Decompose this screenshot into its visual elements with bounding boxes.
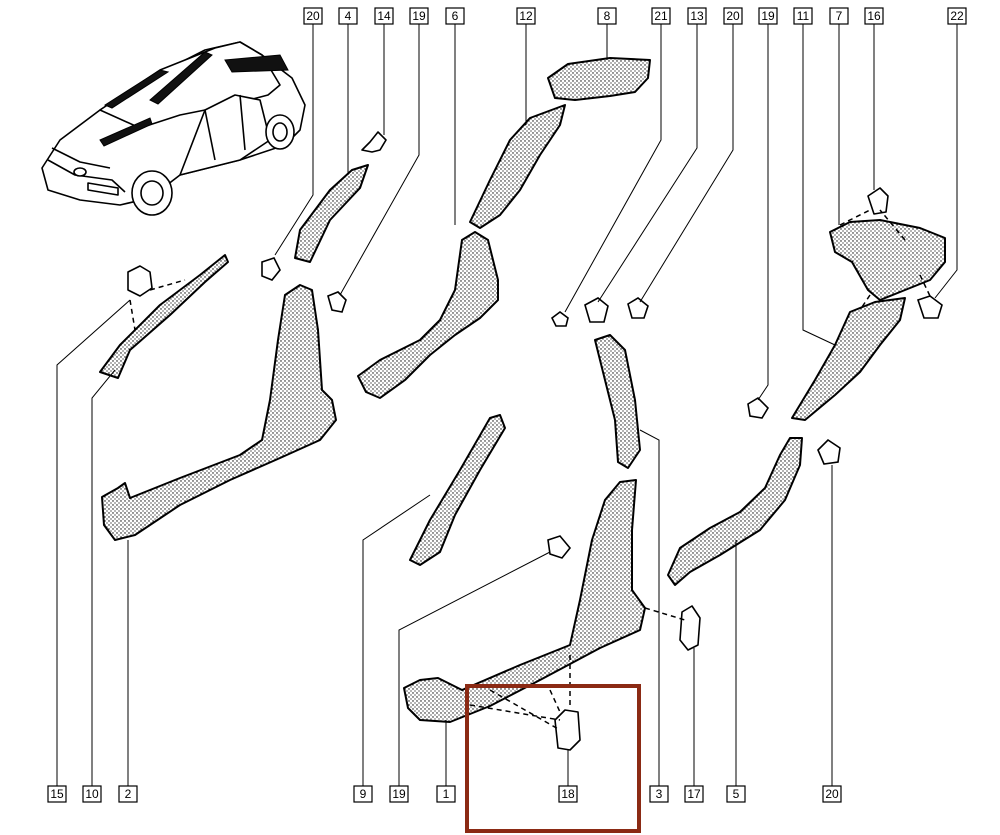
part-16-clip (867, 187, 889, 215)
callout-label: 3 (649, 785, 669, 803)
callout-text: 12 (519, 9, 533, 23)
part-22-fastener (916, 295, 943, 319)
callout-label: 15 (47, 785, 67, 803)
part-8-upper-part (547, 57, 651, 101)
callout-text: 4 (345, 9, 352, 23)
part-12-trim (469, 104, 566, 229)
callout-text: 20 (306, 9, 320, 23)
callout-label: 1 (436, 785, 456, 803)
leader-lines (56, 24, 958, 786)
callout-label: 18 (558, 785, 578, 803)
callout-label: 17 (684, 785, 704, 803)
callout-label: 9 (353, 785, 373, 803)
callouts-top-row: 20 4 14 19 6 12 8 21 13 20 19 11 7 16 22 (303, 7, 967, 25)
callout-text: 1 (443, 787, 450, 801)
part-17-clip (679, 605, 701, 651)
callout-text: 17 (687, 787, 701, 801)
callout-label: 21 (651, 7, 671, 25)
callout-label: 7 (829, 7, 849, 25)
part-4-upper-trim (294, 164, 369, 263)
part-9-strip (409, 414, 506, 566)
part-19-fastener-right (747, 396, 770, 419)
part-2-sill-trim (101, 284, 337, 541)
callout-label: 16 (864, 7, 884, 25)
callout-text: 21 (654, 9, 668, 23)
callout-text: 20 (825, 787, 839, 801)
highlight-box (465, 684, 641, 833)
callout-text: 22 (950, 9, 964, 23)
callouts-bottom-row: 15 10 2 9 19 1 18 3 17 5 20 (47, 785, 842, 803)
callout-label: 10 (82, 785, 102, 803)
callout-text: 6 (452, 9, 459, 23)
callout-label: 20 (303, 7, 323, 25)
callout-text: 8 (604, 9, 611, 23)
callout-label: 11 (793, 7, 813, 25)
callout-label: 2 (118, 785, 138, 803)
callout-text: 9 (360, 787, 367, 801)
callout-label: 4 (338, 7, 358, 25)
part-19-fastener-bottom (547, 535, 572, 559)
callout-label: 20 (723, 7, 743, 25)
part-15-clip (127, 265, 153, 297)
callout-label: 19 (389, 785, 409, 803)
part-13-fastener (584, 297, 609, 323)
callout-text: 18 (561, 787, 575, 801)
callout-label: 19 (758, 7, 778, 25)
callout-text: 19 (392, 787, 406, 801)
callout-text: 10 (85, 787, 99, 801)
part-3-curved-pillar (594, 334, 641, 469)
callout-label: 20 (822, 785, 842, 803)
callout-label: 14 (374, 7, 394, 25)
part-20-fastener-right (817, 438, 841, 465)
callout-label: 6 (445, 7, 465, 25)
part-6-pillar-trim (357, 231, 499, 399)
callout-label: 22 (947, 7, 967, 25)
callout-label: 13 (687, 7, 707, 25)
part-5-rear-lower-trim (667, 437, 803, 586)
part-14-clip (361, 131, 387, 153)
part-19-fastener-left (327, 291, 347, 313)
callout-text: 5 (733, 787, 740, 801)
callout-label: 8 (597, 7, 617, 25)
car-illustration (41, 41, 306, 216)
assembly-dash-lines (129, 209, 931, 731)
callout-text: 16 (867, 9, 881, 23)
part-11-rear-trim (791, 297, 906, 421)
part-20-fastener-left (261, 257, 281, 281)
part-21-fastener (550, 311, 569, 327)
callout-text: 20 (726, 9, 740, 23)
callout-text: 2 (125, 787, 132, 801)
part-20-fastener-middle (627, 297, 649, 319)
part-1-lower-sill (403, 479, 646, 723)
callout-label: 5 (726, 785, 746, 803)
part-18-clip (554, 709, 581, 751)
callout-text: 15 (50, 787, 64, 801)
callout-text: 3 (656, 787, 663, 801)
part-10-pillar-strip (99, 254, 229, 379)
callout-text: 19 (761, 9, 775, 23)
callout-text: 11 (797, 9, 810, 23)
callout-text: 7 (836, 9, 843, 23)
callout-label: 12 (516, 7, 536, 25)
callout-label: 19 (409, 7, 429, 25)
part-7-rear-part (829, 219, 946, 301)
callout-text: 13 (690, 9, 704, 23)
callout-text: 19 (412, 9, 426, 23)
callout-text: 14 (377, 9, 391, 23)
